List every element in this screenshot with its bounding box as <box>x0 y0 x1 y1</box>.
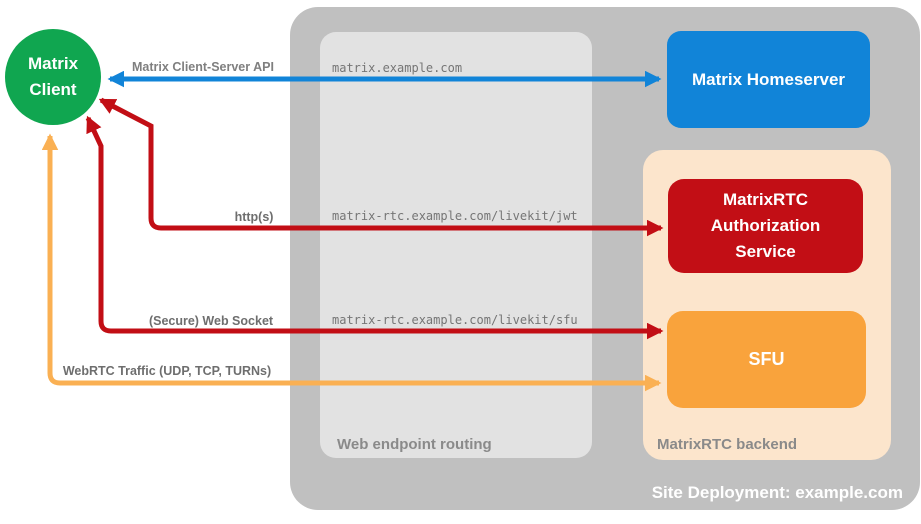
sfu-label: SFU <box>748 349 785 369</box>
sfu-endpoint-label: matrix-rtc.example.com/livekit/sfu <box>332 313 578 327</box>
sfu-node: SFU <box>667 311 866 408</box>
client-server-api-label: Matrix Client-Server API <box>132 60 274 74</box>
web-endpoint-routing-container <box>320 32 592 458</box>
auth-label-line2: Authorization <box>710 216 821 235</box>
matrixrtc-backend-caption: MatrixRTC backend <box>657 436 798 453</box>
https-label: http(s) <box>234 210 274 224</box>
matrixrtc-authorization-service-node: MatrixRTC Authorization Service <box>668 179 863 273</box>
auth-label-line3: Service <box>735 242 796 261</box>
matrix-client-node: Matrix Client <box>5 29 101 125</box>
auth-label-line1: MatrixRTC <box>722 190 808 209</box>
web-endpoint-routing-caption: Web endpoint routing <box>337 436 492 453</box>
matrix-homeserver-node: Matrix Homeserver <box>667 31 870 128</box>
client-label-line2: Client <box>29 80 77 99</box>
webrtc-traffic-label: WebRTC Traffic (UDP, TCP, TURNs) <box>62 364 272 378</box>
homeserver-endpoint-label: matrix.example.com <box>332 61 463 75</box>
websocket-label: (Secure) Web Socket <box>148 314 274 328</box>
client-label-line1: Matrix <box>27 54 79 73</box>
jwt-endpoint-label: matrix-rtc.example.com/livekit/jwt <box>332 209 578 223</box>
site-deployment-caption: Site Deployment: example.com <box>651 483 903 502</box>
matrix-homeserver-label: Matrix Homeserver <box>691 69 846 89</box>
